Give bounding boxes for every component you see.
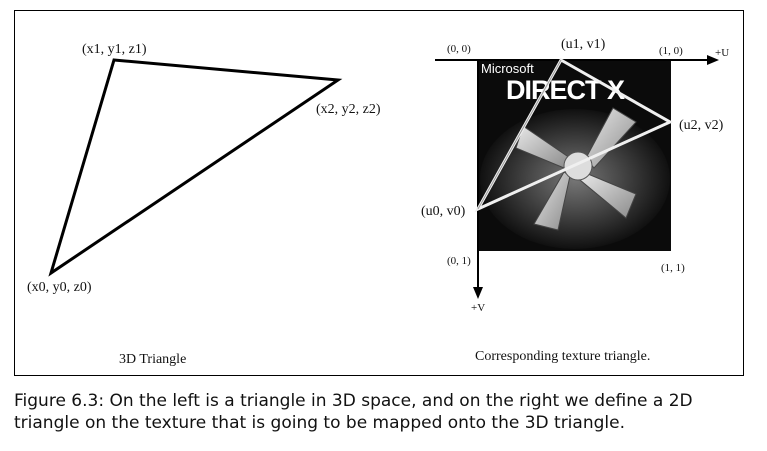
triangle-3d [48, 58, 343, 277]
figure-caption: Figure 6.3: On the left is a triangle in… [14, 391, 693, 433]
u-axis-arrow-icon [707, 55, 719, 65]
vertex-label-right: (x2, y2, z2) [316, 102, 381, 117]
triangle-3d-group: (x1, y1, z1) (x2, y2, z2) (x0, y0, z0) 3… [27, 42, 381, 367]
uv-label-right: (u2, v2) [679, 118, 724, 133]
logo-small-text: Microsoft [481, 61, 534, 76]
uv-top-right-label: (1, 0) [659, 45, 683, 57]
texture-group: Microsoft DIRECT X (0, 0) (1, 0) (0, 1) … [421, 37, 729, 364]
u-axis-label: +U [715, 47, 729, 59]
uv-bottom-left-label: (0, 1) [447, 255, 471, 267]
figure-frame: (x1, y1, z1) (x2, y2, z2) (x0, y0, z0) 3… [14, 10, 744, 376]
uv-origin-label: (0, 0) [447, 43, 471, 55]
figure-diagram: (x1, y1, z1) (x2, y2, z2) (x0, y0, z0) 3… [27, 37, 729, 367]
vertex-label-bottom: (x0, y0, z0) [27, 280, 92, 295]
uv-label-top: (u1, v1) [561, 37, 606, 52]
vertex-label-top: (x1, y1, z1) [82, 42, 147, 57]
v-axis-label: +V [471, 302, 485, 314]
left-panel-label: 3D Triangle [119, 352, 186, 367]
texture-triangle [474, 57, 674, 213]
uv-bottom-right-label: (1, 1) [661, 262, 685, 274]
logo-big-text: DIRECT X [506, 75, 625, 105]
v-axis-arrow-icon [473, 287, 483, 299]
right-panel-label: Corresponding texture triangle. [475, 349, 650, 364]
uv-label-left: (u0, v0) [421, 204, 466, 219]
